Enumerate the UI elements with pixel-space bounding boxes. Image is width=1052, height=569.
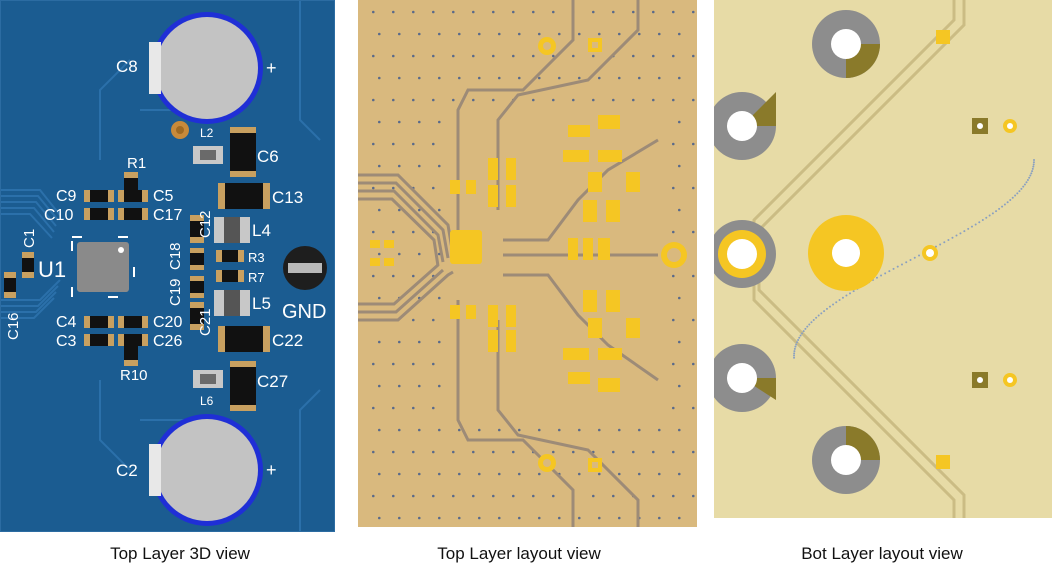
bottom-layer-layout-view bbox=[714, 0, 1052, 518]
label-c3: C3 bbox=[56, 333, 77, 350]
label-r1: R1 bbox=[127, 155, 146, 172]
label-r7: R7 bbox=[248, 270, 265, 285]
label-c16: C16 bbox=[5, 312, 22, 340]
mounting-holes bbox=[714, 10, 1017, 494]
gnd-testpoint bbox=[283, 246, 327, 290]
capacitor-c21 bbox=[190, 302, 204, 330]
capacitor-c3 bbox=[84, 334, 114, 346]
label-c26: C26 bbox=[153, 333, 182, 350]
ic-u1 bbox=[71, 236, 135, 298]
label-c6: C6 bbox=[257, 147, 279, 166]
label-c1: C1 bbox=[21, 229, 38, 248]
capacitor-c19 bbox=[190, 276, 204, 298]
capacitor-c8 bbox=[149, 12, 263, 124]
inductor-l4 bbox=[214, 217, 250, 243]
caption-top-layout: Top Layer layout view bbox=[437, 544, 601, 563]
capacitor-c13 bbox=[218, 183, 270, 209]
trace-routing bbox=[358, 0, 659, 527]
label-u1: U1 bbox=[38, 257, 66, 282]
top-layer-3d-view: C8 + C2 + L2 L6 C6 bbox=[0, 0, 335, 532]
capacitor-c6 bbox=[230, 127, 256, 177]
label-l4: L4 bbox=[252, 221, 271, 240]
inductor-l6 bbox=[193, 370, 223, 388]
resistor-r3 bbox=[216, 250, 244, 262]
capacitor-c4 bbox=[84, 316, 114, 328]
label-c4: C4 bbox=[56, 314, 77, 331]
label-c9: C9 bbox=[56, 188, 77, 205]
label-l6: L6 bbox=[200, 394, 214, 408]
label-c21: C21 bbox=[197, 308, 214, 336]
label-l5: L5 bbox=[252, 294, 271, 313]
label-c8: C8 bbox=[116, 57, 138, 76]
capacitor-c22 bbox=[218, 326, 270, 352]
label-l2: L2 bbox=[200, 126, 214, 140]
capacitor-c2 bbox=[149, 414, 263, 526]
via-field bbox=[371, 10, 695, 520]
label-c13: C13 bbox=[272, 188, 303, 207]
label-c10: C10 bbox=[44, 207, 73, 224]
label-gnd: GND bbox=[282, 301, 326, 323]
caption-top-3d: Top Layer 3D view bbox=[110, 544, 250, 563]
caption-bottom-layout: Bot Layer layout view bbox=[801, 544, 963, 563]
label-c12: C12 bbox=[197, 210, 214, 238]
inductor-l2 bbox=[193, 146, 223, 164]
label-c22: C22 bbox=[272, 331, 303, 350]
capacitor-c18 bbox=[190, 248, 204, 270]
label-c2: C2 bbox=[116, 461, 138, 480]
label-r3: R3 bbox=[248, 250, 265, 265]
capacitor-c27 bbox=[230, 361, 256, 411]
capacitor-c1 bbox=[22, 252, 34, 278]
capacitor-c5 bbox=[118, 190, 148, 202]
label-c5: C5 bbox=[153, 188, 174, 205]
pcb-bottom-layout bbox=[714, 0, 1052, 518]
label-c27: C27 bbox=[257, 372, 288, 391]
label-c19: C19 bbox=[167, 278, 184, 306]
label-c18: C18 bbox=[167, 242, 184, 270]
pcb-top-layout bbox=[358, 0, 697, 527]
resistor-r10 bbox=[124, 340, 138, 366]
routed-traces bbox=[0, 0, 321, 532]
label-c8-plus: + bbox=[266, 58, 277, 78]
capacitor-c16 bbox=[4, 272, 16, 298]
label-r10: R10 bbox=[120, 367, 148, 384]
label-c20: C20 bbox=[153, 314, 182, 331]
capacitor-c17 bbox=[118, 208, 148, 220]
capacitor-c12 bbox=[190, 215, 204, 243]
capacitor-c10 bbox=[84, 208, 114, 220]
capacitor-c20 bbox=[118, 316, 148, 328]
capacitor-c26 bbox=[118, 334, 148, 346]
top-layer-layout-view bbox=[358, 0, 697, 527]
resistor-r7 bbox=[216, 270, 244, 282]
label-c2-plus: + bbox=[266, 460, 277, 480]
inductor-l5 bbox=[214, 290, 250, 316]
label-c17: C17 bbox=[153, 207, 182, 224]
pcb-3d-render: C8 + C2 + L2 L6 C6 bbox=[0, 0, 335, 532]
capacitor-c9 bbox=[84, 190, 114, 202]
